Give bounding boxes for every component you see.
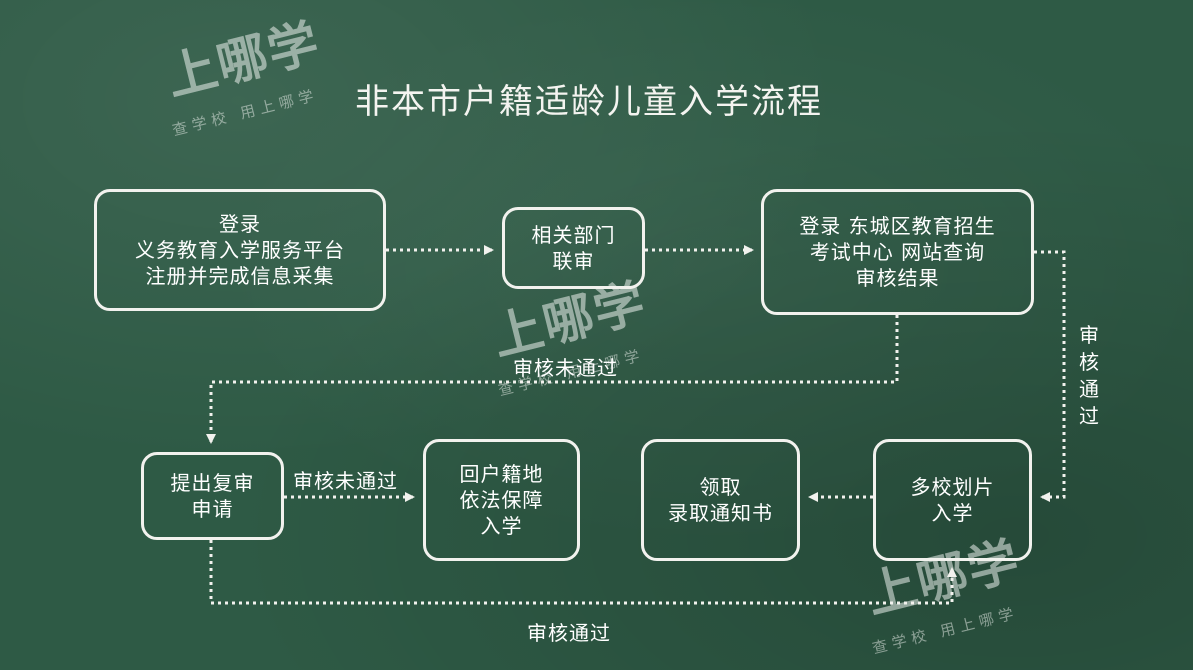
box-return-home: 回户籍地 依法保障 入学 (423, 439, 580, 561)
box-assign-line: 入学 (931, 501, 974, 525)
box-register-line: 登录 (219, 212, 261, 236)
box-notice-line: 领取 (699, 475, 742, 499)
box-register: 登录 义务教育入学服务平台 注册并完成信息采集 (94, 189, 386, 311)
box-query-result-line: 考试中心 网站查询 (809, 240, 986, 264)
label-pass-right-char: 通 (1079, 377, 1099, 401)
box-reexam-line: 提出复审 (170, 471, 255, 495)
box-query-result-line: 登录 东城区教育招生 (799, 214, 996, 238)
label-pass-bottom: 审核通过 (527, 621, 611, 645)
box-joint-review-line: 相关部门 (531, 223, 616, 247)
box-return-home-line: 依法保障 (459, 488, 544, 512)
box-joint-review: 相关部门 联审 (502, 207, 645, 289)
diagram-title: 非本市户籍适龄儿童入学流程 (355, 82, 823, 122)
box-return-home-line: 入学 (480, 514, 523, 538)
label-pass-right: 审 核 通 过 (1077, 322, 1101, 430)
label-fail-middle: 审核未通过 (293, 469, 398, 493)
arrow-reexam-to-assign (209, 540, 957, 605)
box-assign: 多校划片 入学 (873, 439, 1032, 561)
box-register-line: 注册并完成信息采集 (145, 264, 335, 288)
box-reexam: 提出复审 申请 (141, 452, 284, 540)
box-notice-line: 录取通知书 (668, 501, 773, 525)
arrow-query-to-assign (1034, 250, 1066, 502)
label-fail-top: 审核未通过 (513, 356, 618, 380)
label-pass-right-char: 审 (1079, 323, 1099, 347)
box-joint-review-line: 联审 (552, 249, 595, 273)
label-pass-right-char: 过 (1079, 404, 1099, 428)
box-return-home-line: 回户籍地 (459, 462, 544, 486)
box-query-result-line: 审核结果 (855, 266, 940, 290)
box-notice: 领取 录取通知书 (641, 439, 800, 561)
box-register-line: 义务教育入学服务平台 (135, 238, 345, 262)
label-pass-right-char: 核 (1079, 350, 1099, 374)
box-assign-line: 多校划片 (910, 475, 995, 499)
box-query-result: 登录 东城区教育招生 考试中心 网站查询 审核结果 (761, 189, 1034, 315)
box-reexam-line: 申请 (191, 497, 234, 521)
